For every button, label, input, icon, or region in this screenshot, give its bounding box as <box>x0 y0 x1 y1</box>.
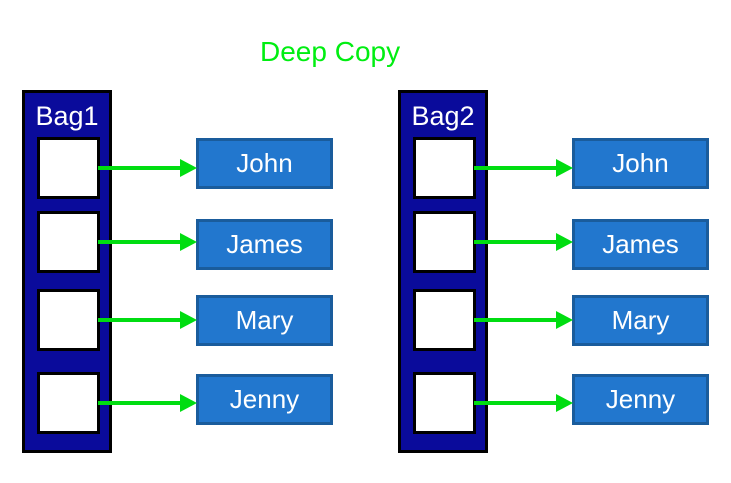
bag2-group: Bag2 John James Mary Jenny <box>398 90 710 460</box>
name-box: James <box>572 219 709 270</box>
arrow-line <box>474 166 559 170</box>
arrow-head-icon <box>180 394 197 412</box>
diagram-title: Deep Copy <box>260 36 401 67</box>
bag1-group: Bag1 John James Mary Jenny <box>22 90 334 460</box>
bag-slot <box>37 211 100 273</box>
bag-slot <box>413 289 476 351</box>
bag-slot <box>413 211 476 273</box>
bag-label: Bag2 <box>411 101 475 131</box>
bag-slot <box>37 137 100 199</box>
bag-slot <box>413 372 476 434</box>
name-box: Mary <box>196 295 333 346</box>
name-box: John <box>572 138 709 189</box>
arrow-head-icon <box>180 233 197 251</box>
arrow-line <box>474 401 559 405</box>
bag-label: Bag1 <box>35 101 99 131</box>
arrow-head-icon <box>556 311 573 329</box>
arrow-line <box>98 318 183 322</box>
arrow-head-icon <box>556 159 573 177</box>
name-box: Jenny <box>572 374 709 425</box>
arrow-head-icon <box>180 311 197 329</box>
arrow-head-icon <box>556 394 573 412</box>
arrow-line <box>98 401 183 405</box>
arrow-line <box>98 166 183 170</box>
name-box: Mary <box>572 295 709 346</box>
arrow-line <box>474 240 559 244</box>
arrow-head-icon <box>180 159 197 177</box>
name-box: John <box>196 138 333 189</box>
name-box: James <box>196 219 333 270</box>
arrow-line <box>98 240 183 244</box>
bag-slot <box>413 137 476 199</box>
arrow-line <box>474 318 559 322</box>
arrow-head-icon <box>556 233 573 251</box>
bag-slot <box>37 372 100 434</box>
bag-slot <box>37 289 100 351</box>
name-box: Jenny <box>196 374 333 425</box>
